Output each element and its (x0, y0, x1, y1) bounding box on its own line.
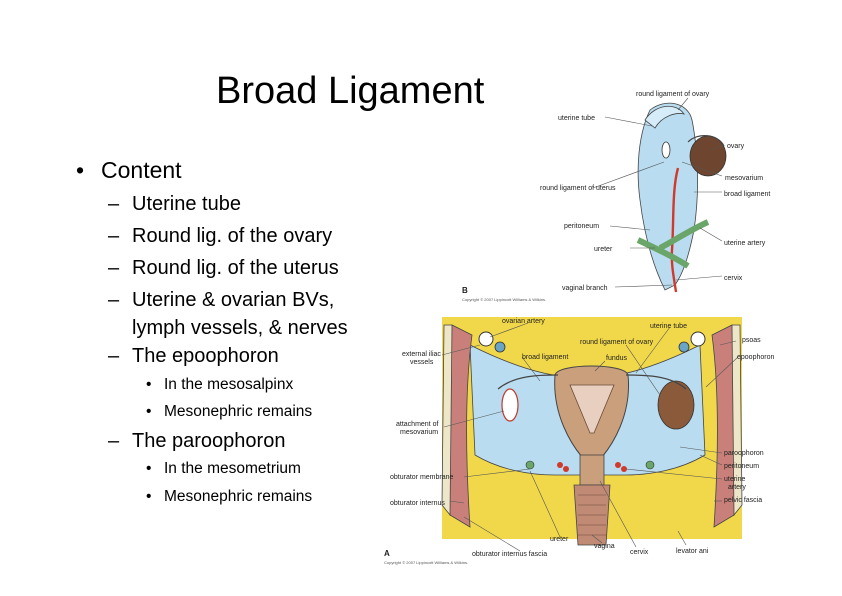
sub-sub-item-label: In the mesosalpinx (164, 376, 294, 393)
sub-item-label: The epoophoron (132, 345, 279, 367)
ureter-right (645, 460, 655, 470)
bullet-marker: • (76, 157, 85, 183)
broad-ligament-sheet (637, 102, 698, 291)
uterine-tube-fold (644, 106, 685, 129)
figure-a-copyright: Copyright © 2007 Lippincott Williams & W… (384, 560, 468, 565)
uterine-tube-right (625, 374, 687, 390)
cervix-shape (579, 454, 605, 486)
figure-b-copyright: Copyright © 2007 Lippincott Williams & W… (462, 297, 546, 302)
label-b-cervix: cervix (724, 275, 743, 282)
uterine-artery-sections (557, 462, 627, 472)
label-a-external-iliac-1: external iliac (402, 351, 441, 358)
label-a-peritoneum: peritoneum (724, 463, 759, 470)
label-a-obturator-internus-fascia: obturator internus fascia (472, 551, 547, 558)
figure-b-panel-letter: B (462, 286, 468, 295)
bullet-marker: • (146, 460, 152, 477)
label-a-round-ligament-ovary: round ligament of ovary (580, 339, 654, 346)
dash-marker: – (108, 193, 120, 215)
label-a-uterine-tube: uterine tube (650, 323, 687, 330)
ovary-right (657, 380, 695, 430)
uterine-artery-vessel (670, 167, 680, 293)
sub-sub-item-label: Mesonephric remains (164, 488, 313, 505)
dash-marker: – (108, 257, 120, 279)
bullet-marker: • (146, 403, 152, 420)
dash-marker: – (108, 430, 120, 452)
sub-item-label: The paroophoron (132, 430, 286, 452)
sub-item-label: Uterine tube (132, 193, 241, 215)
label-a-ovarian-artery: ovarian artery (502, 318, 545, 325)
label-a-paroophoron: paroophoron (724, 450, 764, 457)
label-b-uterine-tube: uterine tube (558, 115, 595, 122)
figure-b-broad-ligament-sagittal: round ligament of ovary uterine tube ova… (462, 91, 770, 302)
sub-item-label: Round lig. of the ovary (132, 225, 333, 247)
ureter-vessel (658, 219, 710, 251)
bullet-marker: • (146, 488, 152, 505)
sub-sub-item-label: In the mesometrium (164, 460, 301, 477)
external-iliac-vein-right (678, 341, 690, 353)
label-a-attachment-1: attachment of (396, 421, 438, 428)
bullet-marker: • (146, 376, 152, 393)
label-b-mesovarium: mesovarium (725, 175, 763, 182)
label-a-uterine-artery-2: artery (728, 484, 746, 491)
round-ligament-ovary-dot (661, 141, 671, 159)
dash-marker: – (108, 345, 120, 367)
uterine-tube-left (497, 374, 559, 390)
label-b-vaginal-branch: vaginal branch (562, 285, 608, 292)
label-a-fundus: fundus (606, 355, 628, 362)
ovary-left-section (501, 388, 519, 422)
label-b-ovary: ovary (727, 143, 745, 150)
label-b-round-ligament-ovary: round ligament of ovary (636, 91, 710, 98)
label-b-ureter: ureter (594, 246, 613, 253)
dash-marker: – (108, 289, 120, 311)
slide-title: Broad Ligament (216, 70, 485, 112)
figure-a-panel-letter: A (384, 549, 390, 558)
label-a-uterine-artery-1: uterine (724, 476, 746, 483)
label-a-cervix: cervix (630, 549, 649, 556)
round-ligament-uterus-vessel (636, 237, 690, 269)
bullet-content-label: Content (101, 157, 182, 183)
external-iliac-artery-right (690, 331, 706, 347)
label-a-obturator-membrane: obturator membrane (390, 474, 454, 481)
external-iliac-artery-left (478, 331, 494, 347)
label-a-attachment-2: mesovarium (400, 429, 438, 436)
label-b-broad-ligament: broad ligament (724, 191, 770, 198)
label-a-epoophoron: epoophoron (737, 354, 774, 361)
uterine-cavity (569, 384, 615, 434)
label-a-broad-ligament: broad ligament (522, 354, 568, 361)
label-a-external-iliac-2: vessels (410, 359, 434, 366)
sub-item-label: lymph vessels, & nerves (132, 317, 348, 339)
label-a-psoas: psoas (742, 337, 761, 344)
sub-item-label: Round lig. of the uterus (132, 257, 339, 279)
figure-a-broad-ligament-coronal: ovarian artery uterine tube psoas round … (384, 317, 774, 565)
label-a-levator-ani: levator ani (676, 548, 709, 555)
external-iliac-vein-left (494, 341, 506, 353)
ovary-mesovarium (687, 135, 725, 147)
label-a-obturator-internus: obturator internus (390, 500, 445, 507)
label-a-vagina: vagina (594, 543, 615, 550)
label-b-uterine-artery: uterine artery (724, 240, 766, 247)
label-b-round-ligament-uterus: round ligament of uterus (540, 185, 616, 192)
sub-sub-item-label: Mesonephric remains (164, 403, 313, 420)
pelvic-bone-left (441, 324, 453, 517)
vagina-rugae (578, 494, 606, 536)
sub-item-label: Uterine & ovarian BVs, (132, 289, 335, 311)
label-a-ureter: ureter (550, 536, 569, 543)
figure-a-leader-lines (441, 322, 739, 552)
ureter-left (525, 460, 535, 470)
dash-marker: – (108, 225, 120, 247)
label-a-pelvic-fascia: pelvic fascia (724, 497, 762, 504)
pelvic-bone-right (731, 324, 743, 517)
figure-b-leader-lines (592, 97, 725, 288)
label-b-peritoneum: peritoneum (564, 223, 599, 230)
